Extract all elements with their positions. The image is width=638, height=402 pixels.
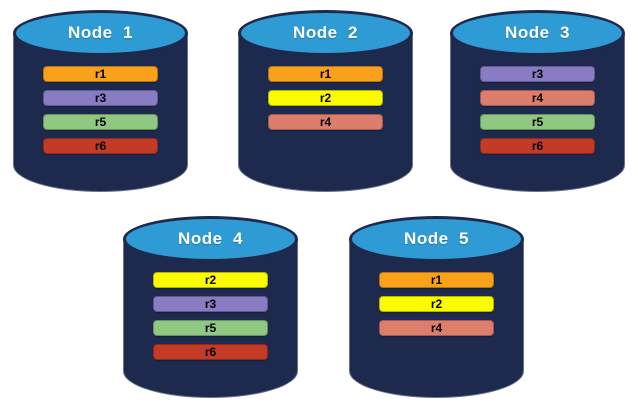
replica-bar-r5: r5 — [153, 320, 268, 336]
replica-bar-r6: r6 — [480, 138, 595, 154]
node-title: Node 5 — [404, 229, 469, 248]
cylinder-top-ellipse: Node 3 — [450, 10, 625, 56]
replica-bar-r2: r2 — [268, 90, 383, 106]
cylinder-body — [238, 33, 413, 192]
replica-bar-r5: r5 — [480, 114, 595, 130]
node-cylinder-2: Node 2 r1 r2 r4 — [238, 10, 413, 192]
node-cylinder-5: Node 5 r1 r2 r4 — [349, 216, 524, 398]
replica-bar-r3: r3 — [153, 296, 268, 312]
cylinder-top-ellipse: Node 4 — [123, 216, 298, 262]
replica-bar-r4: r4 — [268, 114, 383, 130]
replica-bar-r4: r4 — [379, 320, 494, 336]
cylinder-body — [349, 239, 524, 398]
cylinder-body — [123, 239, 298, 398]
replica-bar-r2: r2 — [379, 296, 494, 312]
cylinder-top-ellipse: Node 2 — [238, 10, 413, 56]
cylinder-top-ellipse: Node 1 — [13, 10, 188, 56]
node-cylinder-1: Node 1 r1 r3 r5 r6 — [13, 10, 188, 192]
replica-bar-list: r1 r2 r4 — [379, 272, 494, 336]
replica-bar-r6: r6 — [153, 344, 268, 360]
replica-bar-r2: r2 — [153, 272, 268, 288]
node-title: Node 3 — [505, 23, 570, 42]
replica-bar-r1: r1 — [43, 66, 158, 82]
replica-bar-r4: r4 — [480, 90, 595, 106]
cylinder-body — [450, 33, 625, 192]
replica-bar-list: r1 r2 r4 — [268, 66, 383, 130]
node-cylinder-4: Node 4 r2 r3 r5 r6 — [123, 216, 298, 398]
node-title: Node 2 — [293, 23, 358, 42]
cylinder-top-ellipse: Node 5 — [349, 216, 524, 262]
replica-bar-list: r3 r4 r5 r6 — [480, 66, 595, 154]
replica-bar-r3: r3 — [43, 90, 158, 106]
node-title: Node 1 — [68, 23, 133, 42]
cylinder-body — [13, 33, 188, 192]
replica-bar-r5: r5 — [43, 114, 158, 130]
replica-bar-list: r2 r3 r5 r6 — [153, 272, 268, 360]
node-cylinder-3: Node 3 r3 r4 r5 r6 — [450, 10, 625, 192]
replica-bar-list: r1 r3 r5 r6 — [43, 66, 158, 154]
replica-bar-r1: r1 — [268, 66, 383, 82]
replica-bar-r1: r1 — [379, 272, 494, 288]
replica-bar-r6: r6 — [43, 138, 158, 154]
replica-bar-r3: r3 — [480, 66, 595, 82]
node-title: Node 4 — [178, 229, 243, 248]
